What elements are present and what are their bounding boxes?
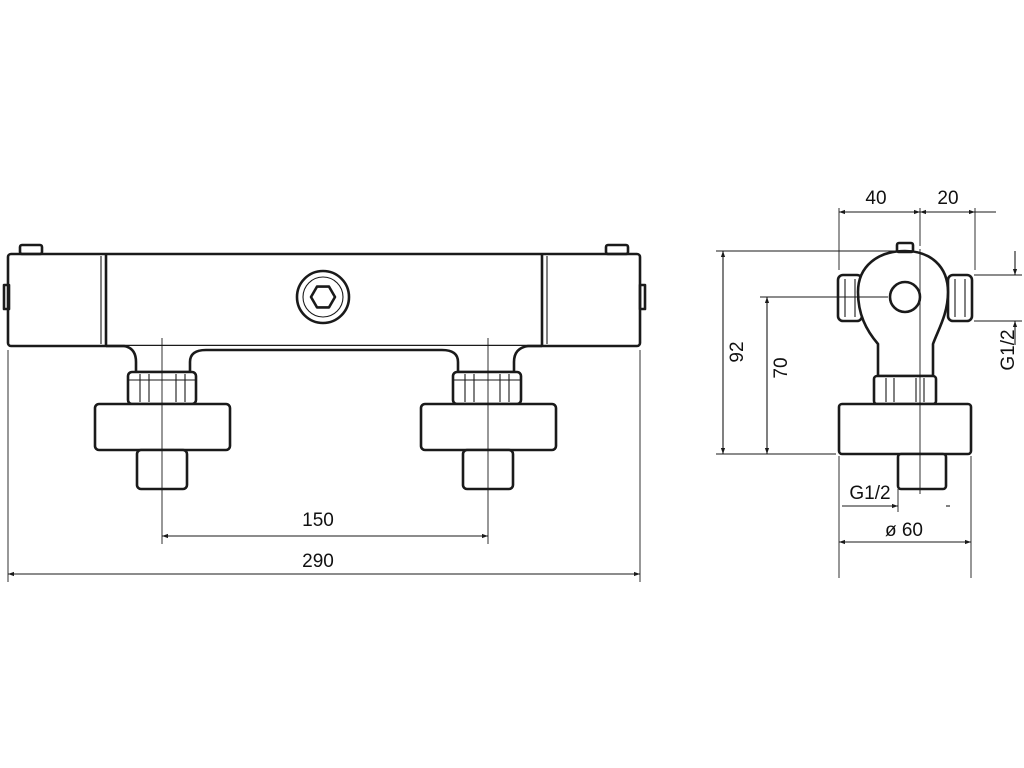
side-inlet-pipe <box>896 452 948 491</box>
dimension-inlet-spacing: 150 <box>162 510 488 539</box>
dimension-overall-height: 92 <box>720 251 748 454</box>
dimension-escutcheon-diameter: ø 60 <box>839 520 971 545</box>
dimension-inlet-thread: G1/2 <box>842 483 950 509</box>
dimension-side-outlet-thread: G1/2 <box>998 251 1019 371</box>
side-union-nut <box>872 374 938 406</box>
dimension-offset-right: 20 <box>920 188 996 215</box>
right-inlet-union <box>419 370 558 491</box>
dimension-label-92: 92 <box>727 341 748 362</box>
side-escutcheon <box>837 402 973 456</box>
dimension-label-40: 40 <box>865 188 886 209</box>
left-inlet-union <box>93 370 232 491</box>
side-body <box>856 249 950 378</box>
dimension-label-g12-inlet: G1/2 <box>849 483 890 504</box>
dimension-overall-width: 290 <box>8 551 640 577</box>
dimension-label-150: 150 <box>302 510 334 531</box>
dimension-outlet-height: 70 <box>764 297 792 454</box>
hex-socket-cap <box>295 269 351 325</box>
dimension-label-290: 290 <box>302 551 334 572</box>
side-view: 40 20 92 70 G1/2 G1/2 <box>716 188 1022 578</box>
side-port <box>888 280 922 314</box>
front-view: 150 290 <box>2 243 647 582</box>
dimension-label-dia60: ø 60 <box>885 520 923 541</box>
dimension-label-20: 20 <box>937 188 958 209</box>
mixer-body <box>2 243 647 348</box>
side-outlet-right <box>946 273 974 323</box>
dimension-offset-left: 40 <box>839 188 920 215</box>
inlet-bridge <box>106 344 542 374</box>
dimension-label-g12-side: G1/2 <box>998 329 1019 370</box>
dimension-label-70: 70 <box>771 357 792 378</box>
